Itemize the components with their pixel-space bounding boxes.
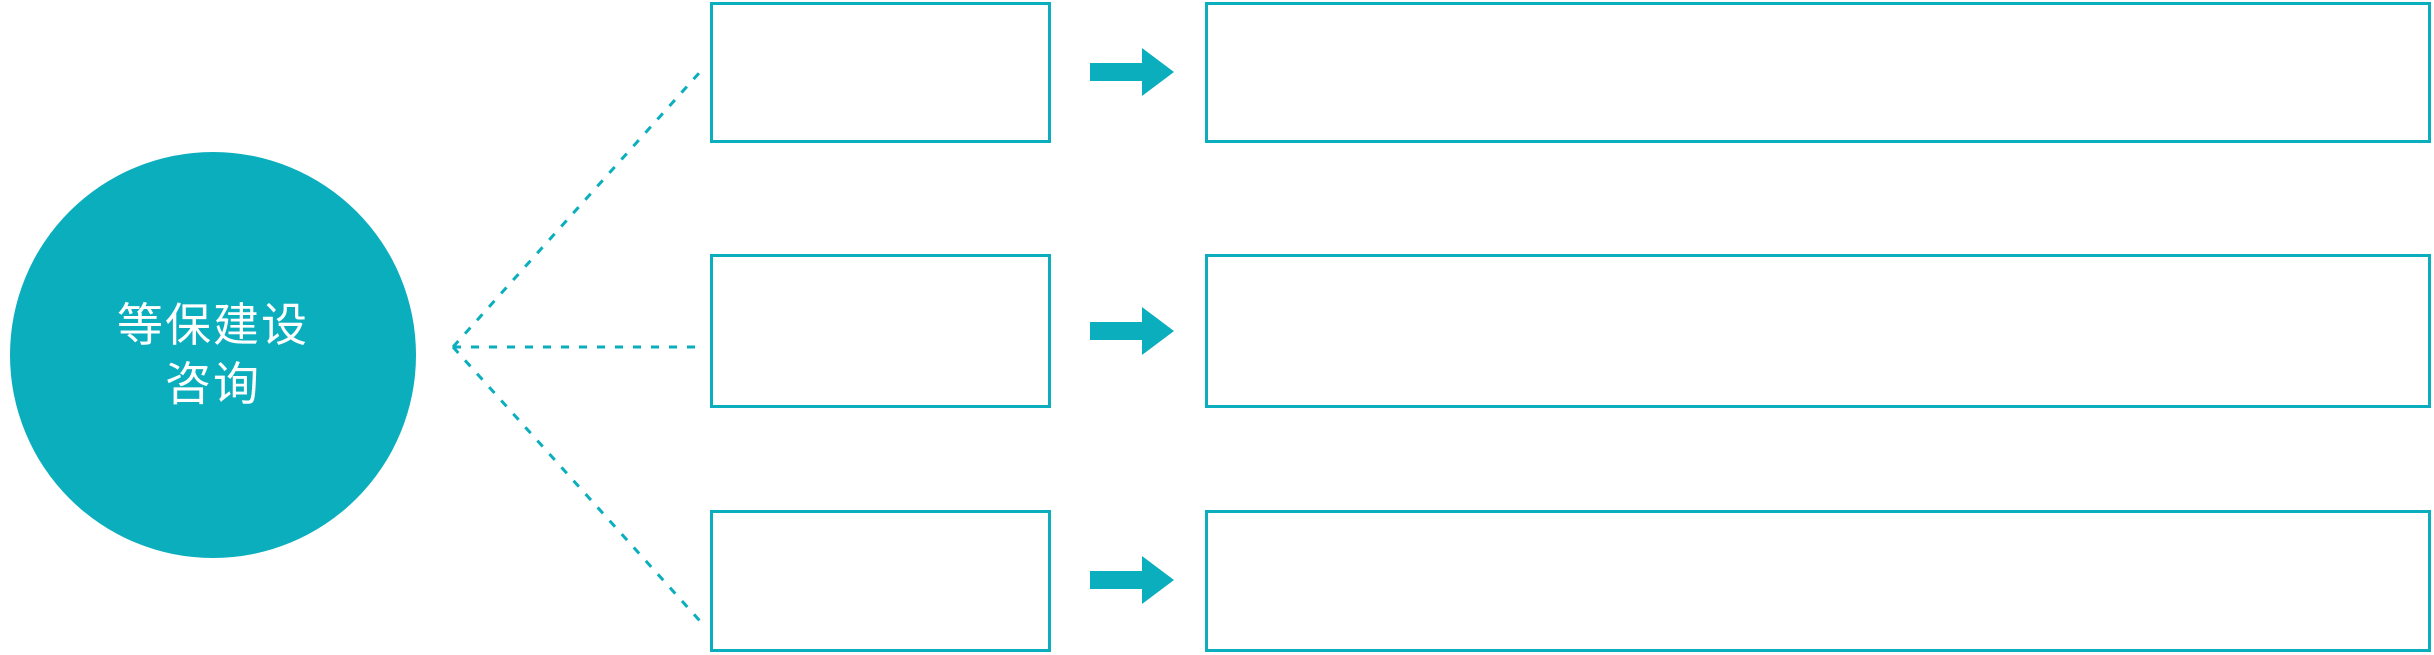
right-arrow-icon-3 bbox=[1090, 556, 1174, 604]
detail-box-3[interactable] bbox=[1205, 510, 2431, 652]
stage-box-text-2 bbox=[713, 257, 1048, 277]
stage-box-text-3 bbox=[713, 513, 1048, 533]
stage-box-3[interactable] bbox=[710, 510, 1051, 652]
right-arrow-icon-1 bbox=[1090, 48, 1174, 96]
detail-box-1[interactable] bbox=[1205, 2, 2431, 143]
branch-to-row-1 bbox=[451, 70, 702, 349]
hub-label-line-2: 咨询 bbox=[165, 358, 261, 410]
detail-box-text-3 bbox=[1208, 513, 2428, 533]
detail-box-text-1 bbox=[1208, 5, 2428, 25]
stage-box-text-1 bbox=[713, 5, 1048, 25]
detail-box-2[interactable] bbox=[1205, 254, 2431, 408]
hub-label-line-1: 等保建设 bbox=[117, 299, 309, 352]
right-arrow-icon-2 bbox=[1090, 307, 1174, 355]
branch-to-row-3 bbox=[451, 345, 702, 623]
stage-box-1[interactable] bbox=[710, 2, 1051, 143]
hub-circle[interactable]: 等保建设 咨询 bbox=[10, 152, 416, 558]
stage-box-2[interactable] bbox=[710, 254, 1051, 408]
detail-box-text-2 bbox=[1208, 257, 2428, 277]
